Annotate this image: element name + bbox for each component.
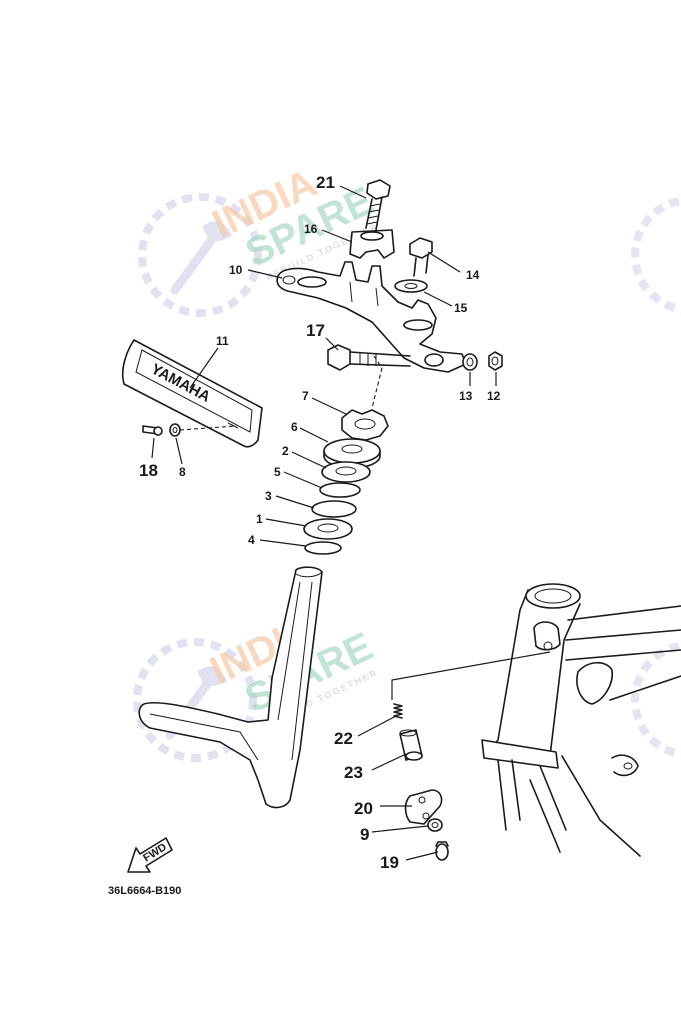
callout-10: 10 bbox=[229, 263, 243, 277]
stem-axis-line bbox=[371, 367, 383, 409]
washer-8 bbox=[169, 423, 181, 437]
callout-13: 13 bbox=[459, 389, 473, 403]
callout-2: 2 bbox=[282, 444, 289, 458]
callout-1: 1 bbox=[256, 512, 263, 526]
ball-race-cover-6 bbox=[323, 438, 381, 469]
lock-23 bbox=[399, 729, 423, 761]
part-code: 36L6664-B190 bbox=[108, 885, 181, 897]
screw-18 bbox=[142, 425, 163, 436]
lock-leader-line bbox=[391, 651, 551, 700]
ring-nut-7 bbox=[341, 409, 389, 441]
lock-cover-20 bbox=[404, 789, 443, 825]
seal-4 bbox=[304, 541, 342, 555]
callout-12: 12 bbox=[487, 389, 501, 403]
washer-15 bbox=[394, 279, 428, 293]
callout-8: 8 bbox=[179, 465, 186, 479]
race-1 bbox=[303, 518, 353, 540]
handlebar-holder-16 bbox=[349, 229, 395, 259]
bolt-17 bbox=[327, 344, 411, 371]
race-2 bbox=[321, 461, 371, 483]
callout-11: 11 bbox=[216, 334, 229, 348]
callout-20: 20 bbox=[354, 799, 373, 818]
callout-16: 16 bbox=[304, 222, 318, 236]
upper-bracket-10 bbox=[276, 261, 467, 373]
callout-5: 5 bbox=[274, 465, 281, 479]
callout-22: 22 bbox=[334, 729, 353, 748]
watermark-logo-top bbox=[138, 193, 262, 317]
callout-4: 4 bbox=[248, 533, 255, 547]
watermark-logo-right-top bbox=[631, 196, 681, 314]
callout-3: 3 bbox=[265, 489, 272, 503]
callout-23: 23 bbox=[344, 763, 363, 782]
ball-5 bbox=[319, 482, 361, 498]
callout-18: 18 bbox=[139, 461, 158, 480]
fwd-arrow-icon: FWD bbox=[127, 837, 173, 873]
nut-12 bbox=[488, 351, 503, 371]
callout-14: 14 bbox=[466, 268, 480, 282]
spring-22 bbox=[393, 703, 403, 719]
rivet-19 bbox=[435, 841, 449, 861]
callout-19: 19 bbox=[380, 853, 399, 872]
washer-13 bbox=[462, 353, 478, 371]
callout-7: 7 bbox=[302, 389, 309, 403]
ball-3 bbox=[311, 500, 357, 518]
callout-9: 9 bbox=[360, 825, 369, 844]
callout-21: 21 bbox=[316, 173, 335, 192]
bolt-14 bbox=[409, 237, 433, 277]
washer-9 bbox=[427, 818, 443, 832]
emblem-axis-line bbox=[179, 425, 237, 431]
under-bracket-stem bbox=[138, 566, 323, 809]
frame-head-pipe bbox=[481, 583, 681, 857]
callout-17: 17 bbox=[306, 321, 325, 340]
callout-labels: 21 16 14 10 15 17 13 12 11 7 6 2 5 3 1 4… bbox=[139, 173, 501, 872]
watermark-logo-right-mid bbox=[631, 641, 681, 759]
callout-6: 6 bbox=[291, 420, 298, 434]
callout-leaders bbox=[151, 185, 497, 861]
bolt-21 bbox=[365, 179, 391, 231]
callout-15: 15 bbox=[454, 301, 468, 315]
